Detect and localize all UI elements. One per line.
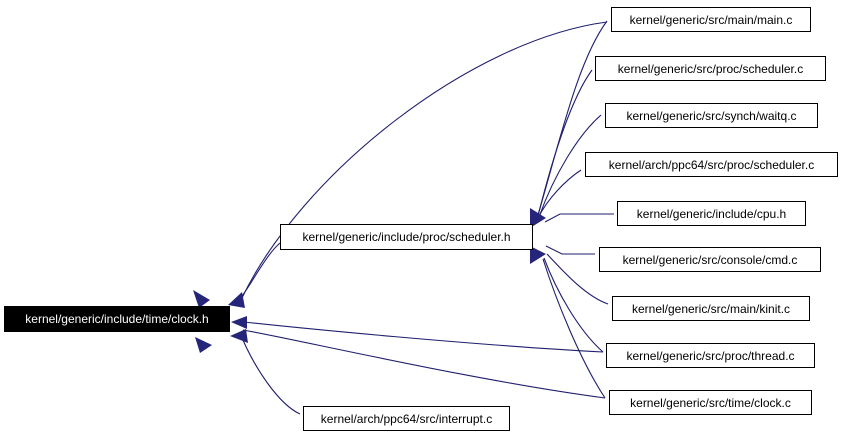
node-waitq-c[interactable]: kernel/generic/src/synch/waitq.c	[605, 103, 818, 128]
edge-clockc-root	[242, 329, 606, 399]
node-root-clock-h[interactable]: kernel/generic/include/time/clock.h	[4, 306, 230, 332]
edge-cpuh-schedh	[544, 213, 614, 223]
node-label: kernel/arch/ppc64/src/proc/scheduler.c	[608, 157, 815, 172]
node-label: kernel/generic/src/main/kinit.c	[631, 301, 791, 316]
node-ppc64-scheduler-c[interactable]: kernel/arch/ppc64/src/proc/scheduler.c	[585, 152, 838, 177]
node-label: kernel/generic/src/proc/scheduler.c	[617, 61, 804, 76]
node-scheduler-h[interactable]: kernel/generic/include/proc/scheduler.h	[280, 224, 533, 250]
node-proc-scheduler-c[interactable]: kernel/generic/src/proc/scheduler.c	[595, 56, 826, 81]
edge-schedc-schedh	[537, 69, 593, 217]
arrowhead-root-upper-right	[193, 290, 210, 308]
arrowhead-root-bottom	[230, 329, 248, 343]
arrowhead-root-mid	[231, 316, 247, 329]
node-thread-c[interactable]: kernel/generic/src/proc/thread.c	[606, 343, 815, 368]
edge-threadc-root	[243, 321, 604, 353]
edge-clockc-schedh	[542, 258, 606, 399]
node-label: kernel/generic/include/time/clock.h	[25, 312, 209, 326]
node-label: kernel/arch/ppc64/src/interrupt.c	[320, 411, 493, 426]
arrowhead-schedh-upper	[530, 208, 546, 228]
node-interrupt-c[interactable]: kernel/arch/ppc64/src/interrupt.c	[303, 406, 510, 431]
edge-mainc-root	[240, 21, 608, 301]
node-kinit-c[interactable]: kernel/generic/src/main/kinit.c	[612, 296, 810, 321]
node-cmd-c[interactable]: kernel/generic/src/console/cmd.c	[599, 247, 821, 272]
arrowhead-root-top	[228, 292, 245, 308]
edge-threadc-schedh	[543, 257, 604, 353]
arrowhead-root-lower-right	[195, 337, 212, 353]
arrowhead-schedh-lower	[530, 246, 546, 264]
node-cpu-h[interactable]: kernel/generic/include/cpu.h	[617, 201, 806, 226]
node-label: kernel/generic/include/cpu.h	[636, 206, 787, 221]
node-label: kernel/generic/src/console/cmd.c	[622, 252, 798, 267]
edge-waitqc-schedh	[538, 114, 602, 218]
edge-schedh-root	[239, 242, 281, 300]
node-time-clock-c[interactable]: kernel/generic/src/time/clock.c	[609, 390, 812, 415]
edge-kinitc-schedh	[546, 253, 609, 305]
edge-interruptc-root	[239, 332, 301, 415]
edge-cmdc-schedh	[545, 245, 595, 255]
edge-mainc-schedh	[537, 20, 608, 216]
node-label: kernel/generic/src/synch/waitq.c	[626, 108, 797, 123]
edge-ppcschedc-schedh	[537, 169, 582, 219]
node-label: kernel/generic/src/proc/thread.c	[626, 348, 795, 363]
node-main-c[interactable]: kernel/generic/src/main/main.c	[611, 7, 811, 32]
node-label: kernel/generic/include/proc/scheduler.h	[302, 230, 511, 244]
node-label: kernel/generic/src/time/clock.c	[630, 395, 791, 410]
node-label: kernel/generic/src/main/main.c	[629, 12, 793, 27]
